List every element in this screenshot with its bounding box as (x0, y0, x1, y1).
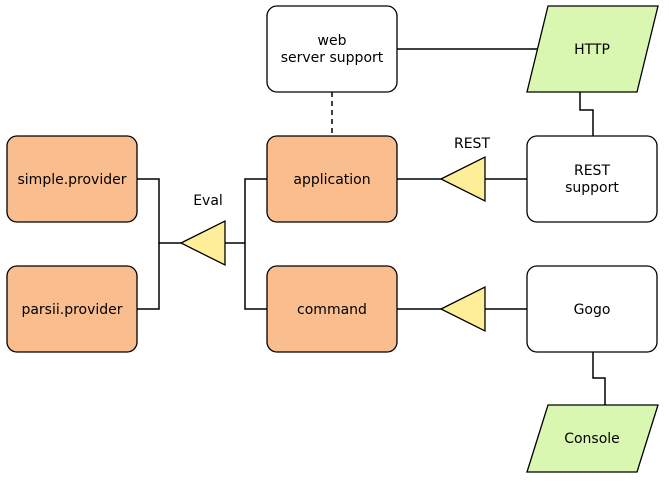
web-server-support-label-line2: server support (281, 50, 384, 66)
web-server-support-node[interactable]: web server support (266, 5, 398, 93)
connector-http-rest-support (579, 83, 594, 136)
parsii-provider-label: parsii.provider (21, 302, 122, 318)
parsii-provider-node[interactable]: parsii.provider (6, 265, 138, 353)
rest-support-node[interactable]: REST support (526, 135, 658, 223)
eval-interface-label: Eval (193, 193, 223, 209)
rest-support-label-line1: REST (574, 163, 610, 179)
console-label: Console (564, 431, 620, 447)
rest-interface-label: REST (454, 136, 490, 152)
simple-provider-node[interactable]: simple.provider (6, 135, 138, 223)
gogo-label: Gogo (574, 302, 611, 318)
http-node[interactable]: HTTP (526, 5, 659, 93)
console-node[interactable]: Console (526, 404, 659, 473)
connectors (137, 48, 606, 405)
connector-gogo-console (592, 352, 606, 405)
application-label: application (293, 172, 370, 188)
gogo-node[interactable]: Gogo (526, 265, 658, 353)
web-server-support-label-line1: web (318, 33, 347, 49)
simple-provider-label: simple.provider (18, 172, 127, 188)
rest-interface[interactable] (439, 155, 486, 203)
rest-support-label-line2: support (565, 180, 619, 196)
command-label: command (297, 302, 367, 318)
command-node[interactable]: command (266, 265, 398, 353)
http-label: HTTP (574, 42, 610, 58)
application-node[interactable]: application (266, 135, 398, 223)
connector-parsii-provider-eval (137, 243, 160, 310)
gogo-interface[interactable] (439, 285, 486, 333)
connector-simple-provider-eval (137, 178, 181, 244)
eval-interface[interactable] (179, 219, 226, 267)
connector-eval-application (244, 178, 267, 310)
